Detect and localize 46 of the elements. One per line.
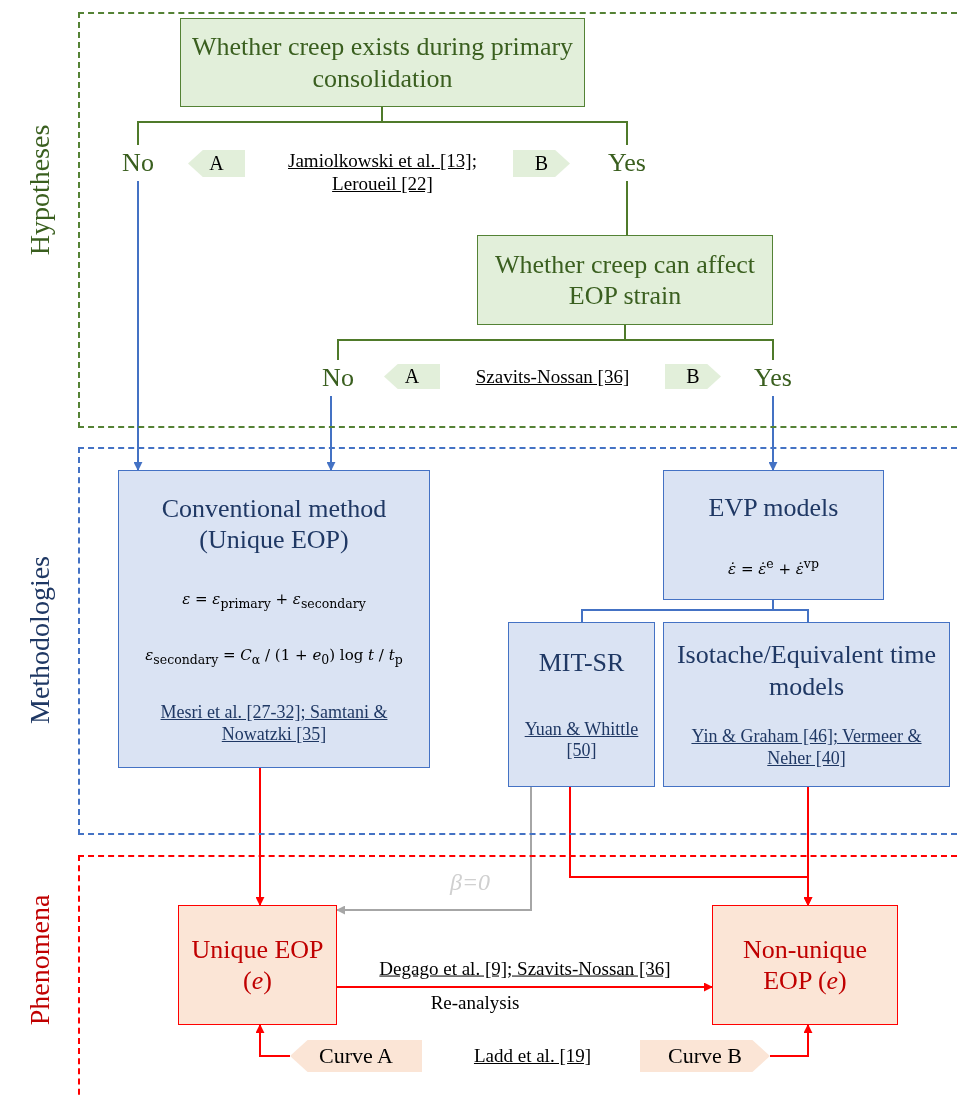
pointer-tag <box>640 1040 770 1072</box>
tag-text: B <box>686 365 700 388</box>
answer-text: Yes <box>608 148 646 178</box>
reference-text: Jamiolkowski et al. [13]; Leroueil [22] <box>287 150 478 196</box>
outcome-box <box>712 905 898 1025</box>
box-title: Isotache/Equivalent time models <box>675 639 938 702</box>
tag-text: A <box>404 365 420 388</box>
method-box <box>663 470 884 600</box>
note-text: Re-analysis <box>429 992 521 1015</box>
pointer-tag <box>290 1040 422 1072</box>
method-box <box>663 622 950 787</box>
pointer-tag <box>384 364 440 389</box>
tag-text: A <box>209 152 224 175</box>
pointer-tag <box>665 364 721 389</box>
question-text: Whether creep can affect EOP strain <box>493 248 757 312</box>
pointer-tag <box>513 150 570 177</box>
edge-label: Degago et al. [9]; Szavits-Nossan [36] <box>379 958 671 980</box>
formula: ε$_{secondary}$ = C$_{α}$ / (1 + e$_{0}$) log t / t$_{p}$ <box>145 646 403 668</box>
answer-text: Yes <box>754 363 792 393</box>
answer-text: No <box>322 363 354 393</box>
box-title: EVP models <box>708 491 839 523</box>
pointer-tag <box>188 150 245 177</box>
reference-text: Mesri et al. [27-32]; Samtani & Nowatzki [35] <box>159 702 389 746</box>
reference-text: Szavits-Nossan [36] <box>474 366 631 389</box>
outcome-text: Unique EOP (e) <box>190 933 325 997</box>
outcome-text: Non-unique EOP (e) <box>741 933 869 997</box>
box-title: MIT-SR <box>538 647 625 679</box>
section-label: Methodologies <box>24 556 56 724</box>
section-label: Hypotheses <box>24 124 56 256</box>
answer-text: No <box>122 148 154 178</box>
formula: ε = ε$_{primary}$ + ε$_{secondary}$ <box>182 590 366 612</box>
reference-text: Yuan & Whittle [50] <box>523 718 640 762</box>
method-box <box>118 470 430 768</box>
method-box <box>508 622 655 787</box>
question-text: Whether creep exists during primary consolidation <box>190 31 575 94</box>
question-box <box>477 235 773 325</box>
box-title: Conventional method (Unique EOP) <box>160 492 388 555</box>
section-label: Phenomena <box>24 894 56 1026</box>
outcome-box <box>178 905 337 1025</box>
tag-text: B <box>534 152 549 175</box>
question-box <box>180 18 585 107</box>
reference-text: Yin & Graham [46]; Vermeer & Neher [40] <box>690 726 923 770</box>
reference-text: Ladd et al. [19] <box>472 1045 593 1068</box>
tag-text: Curve B <box>668 1043 742 1069</box>
formula: ε̇ = ε̇$^{e}$ + ε̇$^{vp}$ <box>728 556 819 579</box>
tag-text: Curve A <box>319 1043 393 1069</box>
